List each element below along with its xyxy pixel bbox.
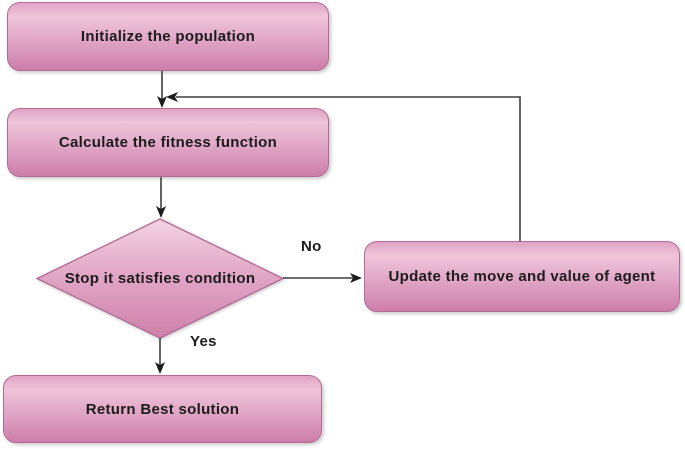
node-return-best-solution: Return Best solution xyxy=(3,375,322,443)
arrowhead-right-update xyxy=(350,273,362,283)
node-update-move-value: Update the move and value of agent xyxy=(364,241,680,312)
node-return-best-solution-label: Return Best solution xyxy=(85,400,240,418)
node-initialize-population: Initialize the population xyxy=(7,2,329,71)
edge-label-no: No xyxy=(301,238,322,255)
node-stop-condition-label: Stop it satisfies condition xyxy=(64,270,256,287)
node-calculate-fitness: Calculate the fitness function xyxy=(7,108,329,177)
edge-label-yes: Yes xyxy=(190,333,217,350)
node-stop-condition: Stop it satisfies condition xyxy=(37,219,283,338)
arrowhead-left-feedback xyxy=(166,92,178,102)
node-calculate-fitness-label: Calculate the fitness function xyxy=(58,134,278,151)
arrowhead-down-fitness xyxy=(157,96,167,108)
arrowhead-down-return xyxy=(155,362,165,374)
node-initialize-population-label: Initialize the population xyxy=(80,28,256,45)
arrowhead-down-condition xyxy=(156,206,166,218)
edge-update-feedback xyxy=(176,96,521,241)
node-update-move-value-label: Update the move and value of agent xyxy=(388,268,656,285)
